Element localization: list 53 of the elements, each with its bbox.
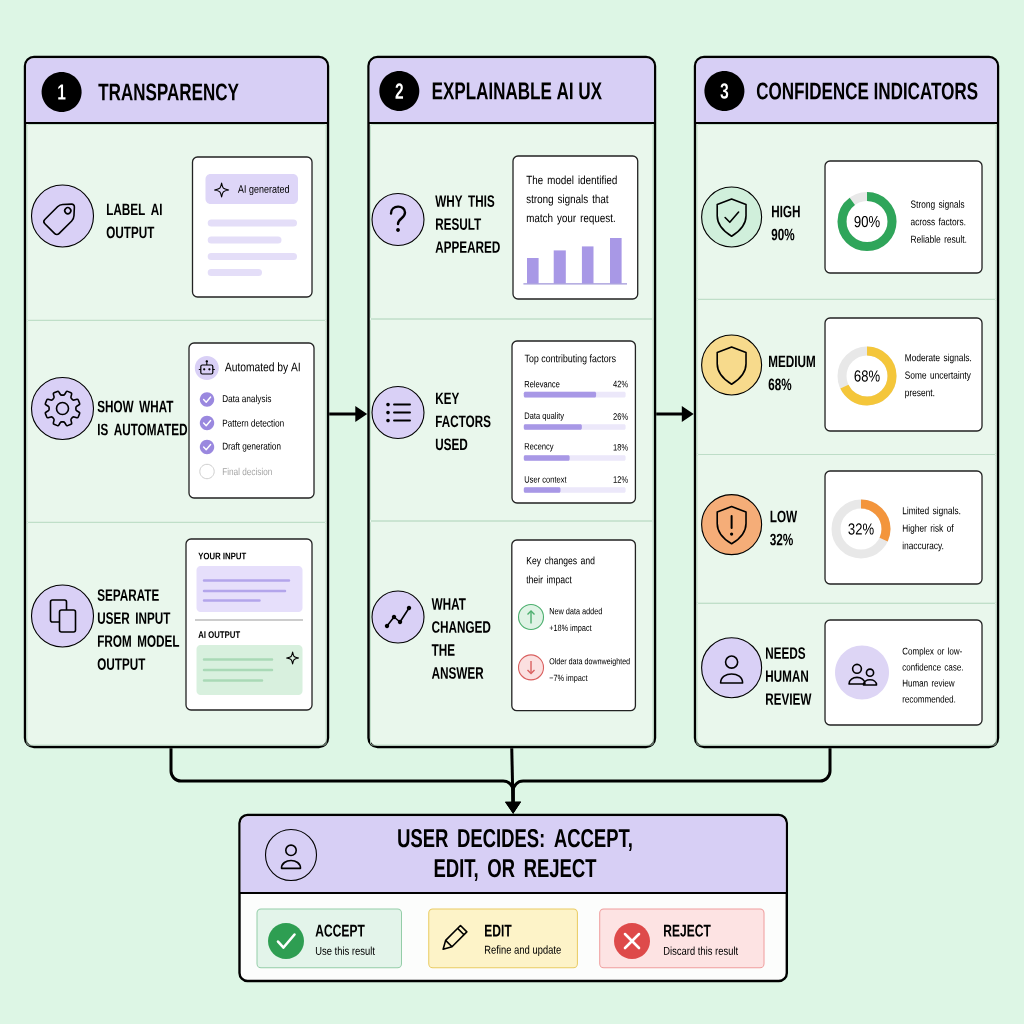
- change-text: Older data downweighted: [549, 657, 630, 667]
- item-title: MEDIUM 68%: [768, 355, 815, 391]
- card-text: The model identified strong signals that match your request.: [526, 175, 617, 225]
- card-heading: Top contributing factors: [524, 354, 616, 365]
- impact-text: −7% impact: [549, 674, 588, 683]
- factor-value: 12%: [613, 476, 628, 483]
- item-title: HIGH 90%: [771, 205, 800, 241]
- option-title: ACCEPT: [315, 924, 365, 937]
- factor-value: 26%: [613, 413, 628, 420]
- section-label: AI OUTPUT: [198, 631, 241, 638]
- list-item: Data analysis: [222, 394, 272, 405]
- option-text: Use this result: [315, 946, 375, 955]
- factor-label: User context: [524, 476, 567, 483]
- list-item: Pattern detection: [222, 419, 284, 427]
- number-badge: 3: [704, 71, 745, 111]
- item-title: LOW 32%: [770, 510, 798, 546]
- factor-value: 18%: [613, 444, 628, 451]
- factor-label: Recency: [524, 443, 554, 452]
- factor-value: 42%: [613, 380, 628, 388]
- factor-label: Relevance: [524, 380, 560, 388]
- card-heading: Key changes and their impact: [526, 556, 595, 586]
- item-title: NEEDS HUMAN REVIEW: [766, 647, 812, 705]
- card-text: Limited signals. Higher risk of inaccuracy.: [902, 506, 961, 552]
- card-heading: Automated by AI: [224, 362, 300, 374]
- change-text: New data added: [549, 607, 602, 615]
- item-title: WHAT CHANGED THE ANSWER: [431, 598, 491, 679]
- list-item: Draft generation: [222, 442, 281, 452]
- impact-text: +18% impact: [549, 624, 592, 633]
- panel-title: CONFIDENCE INDICATORS: [756, 82, 978, 100]
- panel-title: EXPLAINABLE AI UX: [432, 82, 602, 100]
- percent-label: 32%: [848, 523, 874, 535]
- panel-title: USER DECIDES: ACCEPT, EDIT, OR REJECT: [398, 828, 632, 882]
- card-text: Complex or low-confidence case. Human review recommended.: [902, 647, 963, 703]
- panel-title: TRANSPARENCY: [98, 83, 239, 101]
- item-title: LABEL AI OUTPUT: [106, 203, 162, 239]
- item-title: WHY THIS RESULT APPEARED: [435, 195, 500, 253]
- item-title: SEPARATE USER INPUT FROM MODEL OUTPUT: [97, 589, 180, 670]
- label-badge: AI generated: [205, 174, 298, 204]
- card-text: Moderate signals. Some uncertainty present.: [905, 353, 971, 399]
- list-item: Final decision: [222, 467, 272, 476]
- number-badge: 2: [379, 71, 420, 111]
- option-title: EDIT: [485, 924, 512, 937]
- number-badge: 1: [41, 72, 82, 112]
- item-title: SHOW WHAT IS AUTOMATED: [97, 400, 188, 436]
- card-text: Strong signals across factors. Reliable result.: [910, 200, 967, 243]
- option-text: Refine and update: [485, 945, 561, 957]
- percent-label: 68%: [854, 370, 880, 382]
- factor-label: Data quality: [524, 412, 565, 421]
- item-title: KEY FACTORS USED: [435, 392, 491, 451]
- section-label: YOUR INPUT: [198, 552, 247, 560]
- percent-label: 90%: [854, 215, 880, 228]
- option-text: Discard this result: [664, 946, 739, 955]
- option-title: REJECT: [664, 924, 711, 937]
